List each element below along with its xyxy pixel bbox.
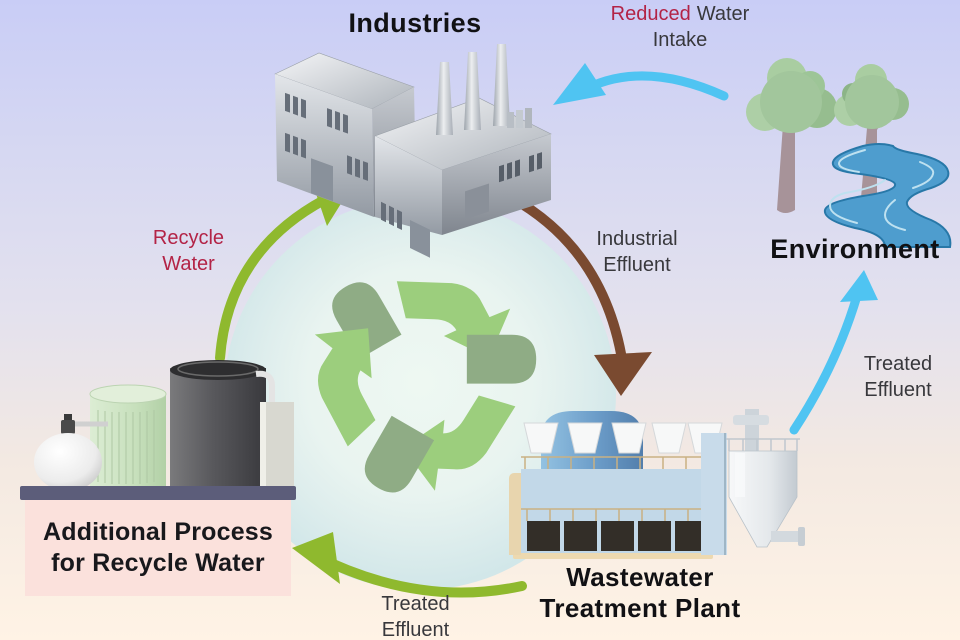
recycle-water-line2: Water	[162, 253, 215, 275]
recycle-water-line1: Recycle	[152, 227, 225, 249]
node-environment-label: Environment	[770, 234, 940, 264]
industrial-effluent-arrow	[507, 193, 652, 396]
additional-process-label-line1: Additional Process	[42, 518, 274, 546]
industrial-effluent-line1: Industrial	[596, 228, 678, 250]
water-word: Water	[696, 3, 750, 25]
recycle-symbol-icon	[314, 281, 537, 493]
flow-label-treated-effluent-right: Treated Effluent	[843, 351, 953, 403]
trees-river-illustration	[746, 58, 952, 248]
node-additional-process: Additional Process for Recycle Water	[25, 500, 291, 596]
wastewater-label-line1: Wastewater	[566, 562, 714, 592]
reduced-word: Reduced	[610, 3, 691, 25]
factory-illustration	[274, 44, 552, 258]
wastewater-label-line2: Treatment Plant	[539, 593, 741, 623]
treated-effluent-recycle-arrow	[292, 532, 527, 598]
reduced-water-intake-arrow	[553, 63, 729, 105]
flow-label-industrial-effluent: Industrial Effluent	[577, 226, 697, 278]
flow-label-treated-effluent-bottom: Treated Effluent	[353, 591, 478, 640]
treatment-plant-illustration	[509, 409, 805, 559]
node-wastewater-plant-label: Wastewater Treatment Plant	[495, 562, 785, 624]
additional-process-label-line2: for Recycle Water	[51, 549, 265, 577]
treated-effluent-bottom-line2: Effluent	[381, 619, 450, 640]
treated-effluent-right-line2: Effluent	[864, 379, 932, 401]
recycle-equipment-illustration	[34, 360, 294, 491]
treated-effluent-environment-arrow	[789, 270, 878, 435]
equipment-platform	[20, 486, 296, 500]
treated-effluent-right-line1: Treated	[863, 353, 933, 375]
reduced-water-line2: Intake	[652, 29, 708, 51]
flow-label-recycle-water: Recycle Water	[126, 225, 251, 277]
treated-effluent-bottom-line1: Treated	[381, 593, 450, 615]
node-industries-label: Industries	[348, 8, 482, 38]
industrial-effluent-line2: Effluent	[603, 254, 671, 276]
